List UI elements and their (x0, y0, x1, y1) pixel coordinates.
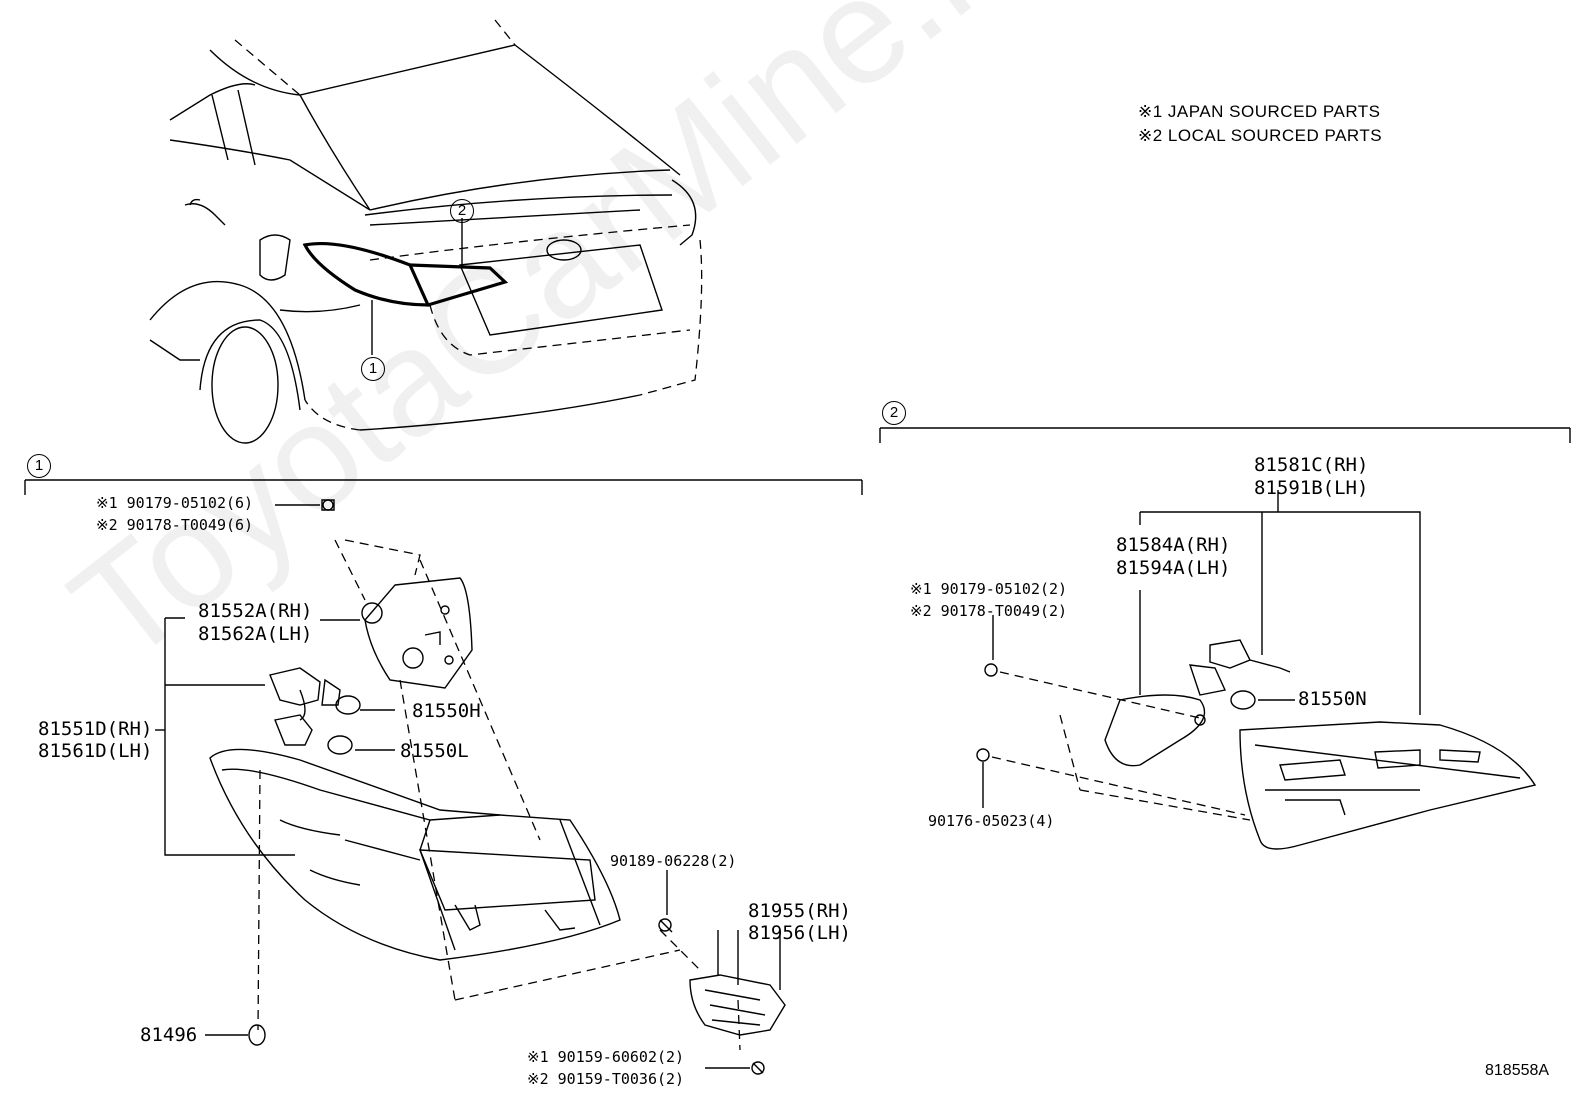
note-japan-sourced: ※1 JAPAN SOURCED PARTS (1138, 102, 1381, 121)
label-bulb-h: 81550H (412, 700, 481, 722)
label-screw-a2: ※2 90178-T0049(6) (96, 516, 254, 534)
label-bracket-rh: 81955(RH) (748, 900, 851, 922)
inner-lamp-2 (1239, 721, 1537, 850)
bracket-section2 (1139, 490, 1421, 715)
label-inner-lamp-rh: 81581C(RH) (1254, 454, 1369, 476)
label-bulb-n: 81550N (1298, 688, 1367, 710)
label-screw-c: 90176-05023(4) (928, 812, 1055, 830)
label-lamp-lh: 81561D(LH) (38, 740, 153, 762)
label-inner-lamp-lh: 81591B(LH) (1254, 477, 1369, 499)
label-screw-a1: ※1 90179-05102(6) (96, 494, 254, 512)
tail-lamp-body (209, 748, 621, 961)
bracket-81955 (689, 930, 786, 1036)
section2-frame (879, 427, 1571, 443)
screws-2 (976, 615, 1246, 816)
note-local-sourced: ※2 LOCAL SOURCED PARTS (1138, 126, 1383, 145)
car-illustration (149, 19, 703, 444)
socket-plate (320, 577, 473, 689)
label-bulb-l: 81550L (400, 740, 469, 762)
callout-2-section: 2 (882, 401, 906, 425)
socket-2 (1188, 639, 1295, 710)
plate-2 (1059, 694, 1251, 821)
sockets-1 (269, 667, 395, 755)
callout-1-car: 1 (361, 357, 385, 381)
callout-2-car: 2 (450, 199, 474, 223)
label-socket-lh: 81562A(LH) (198, 623, 313, 645)
label-bracket-lh: 81956(LH) (748, 922, 851, 944)
label-screw-b: 90189-06228(2) (610, 852, 737, 870)
bracket-left (155, 617, 295, 856)
clip-81496 (205, 1024, 266, 1046)
section1-frame (24, 479, 863, 495)
screw-90189 (658, 870, 673, 933)
callout-1-section: 1 (27, 454, 51, 478)
label-bolt-2: ※2 90159-T0036(2) (527, 1070, 685, 1088)
assembly-lines-1 (257, 559, 741, 1051)
label-screw2-a2: ※2 90178-T0049(2) (910, 602, 1068, 620)
label-bolt-1: ※1 90159-60602(2) (527, 1048, 685, 1066)
label-socket-rh: 81552A(RH) (198, 600, 313, 622)
label-clip: 81496 (140, 1024, 198, 1046)
bolt-bottom (705, 1061, 765, 1075)
screw-top (275, 499, 421, 601)
label-lamp-rh: 81551D(RH) (38, 718, 153, 740)
label-socket2-lh: 81594A(LH) (1116, 557, 1231, 579)
label-socket2-rh: 81584A(RH) (1116, 534, 1231, 556)
diagram-ref-code: 818558A (1485, 1062, 1550, 1079)
label-screw2-a1: ※1 90179-05102(2) (910, 580, 1068, 598)
